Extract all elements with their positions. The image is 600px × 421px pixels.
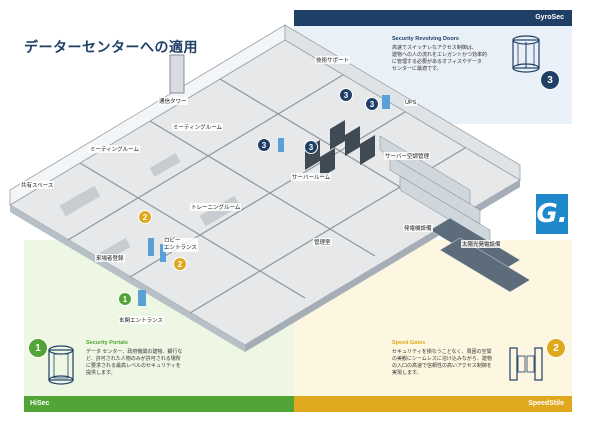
badge-1-main: 1 (118, 292, 132, 306)
revolving-doors-text: 高速でスイッチレなアクセス制御は、 建物への人の流れをエレガントかつ効率的 に管… (392, 45, 488, 72)
revolving-door-icon (512, 35, 540, 73)
speedstile-footer-band: SpeedStile (294, 396, 572, 412)
hisec-footer-band: HiSec (24, 396, 294, 412)
gyrosec-header-band: GyroSec (294, 10, 572, 26)
label-server-room: サーバールーム (291, 173, 332, 181)
badge-3-legend: 3 (540, 70, 560, 90)
security-portals-text: データ センター、政府機関の建物、銀行な ど、許可された人物のみが許可される場所… (86, 349, 183, 376)
badge-1-legend: 1 (28, 338, 48, 358)
label-lobby-entrance: ロビー エントランス (163, 238, 198, 252)
badge-2-legend: 2 (546, 338, 566, 358)
label-main-entrance: 玄関エントランス (118, 316, 164, 324)
label-ups: UPS (404, 100, 418, 106)
label-meeting-room-a: ミーティングルーム (172, 123, 224, 131)
badge-2-entrance: 2 (173, 257, 187, 271)
label-visitor-registration: 来場者登録 (95, 254, 125, 262)
badge-3-tech: 3 (339, 88, 353, 102)
revolving-doors-title: Security Revolving Doors (392, 36, 459, 42)
speed-gate-icon (509, 347, 543, 381)
label-solar-facility: 太陽光発電設備 (461, 240, 502, 248)
speed-gates-title: Speed Gates (392, 340, 426, 346)
badge-2-lobby: 2 (138, 210, 152, 224)
security-portals-title: Security Portals (86, 340, 128, 346)
badge-3-meeting: 3 (257, 138, 271, 152)
label-tech-support: 技術サポート (315, 56, 351, 64)
g-logo: G. (536, 194, 568, 234)
label-server-hvac: サーバー空調管理 (384, 152, 430, 160)
label-shared-space: 共有スペース (20, 181, 55, 189)
speed-gates-text: セキュリティを損なうことなく、周囲の空間 の美観にシームレスに溶け込みながら、建… (392, 349, 492, 376)
label-power-facility: 発電機設備 (403, 224, 433, 232)
badge-3-server: 3 (304, 140, 318, 154)
g-logo-letter: G. (536, 199, 568, 229)
label-comm-tower: 通信タワー (158, 97, 188, 105)
security-portal-icon (48, 345, 74, 385)
label-training-room: トレーニングルーム (190, 203, 242, 211)
label-control-room: 管理室 (313, 238, 332, 246)
badge-3-ups: 3 (365, 97, 379, 111)
page-title: データーセンターへの適用 (24, 39, 198, 55)
label-meeting-room-b: ミーティングルーム (89, 145, 141, 153)
